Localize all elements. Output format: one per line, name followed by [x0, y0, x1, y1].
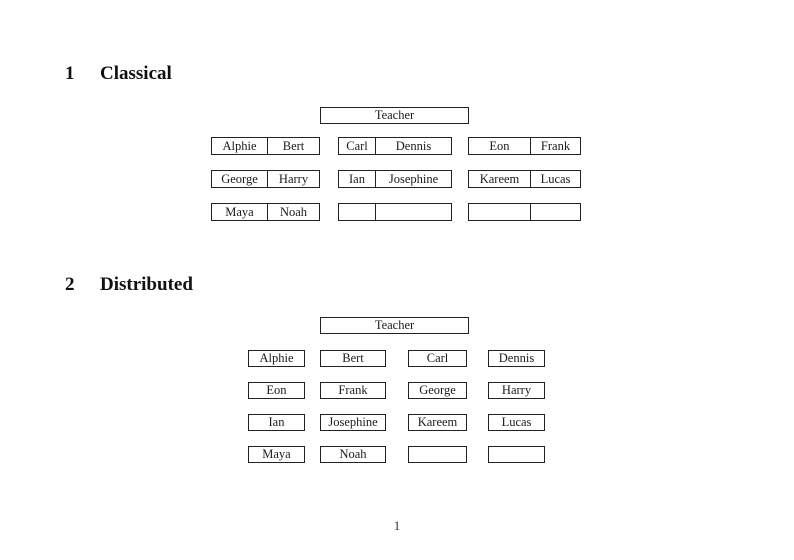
seat-cell — [339, 204, 376, 220]
desk-single: Carl — [408, 350, 467, 367]
seat-cell: Carl — [339, 138, 376, 154]
seat-cell: Kareem — [469, 171, 531, 187]
teacher-label: Teacher — [374, 318, 415, 333]
seat-cell: Eon — [469, 138, 531, 154]
seat-cell — [531, 204, 580, 220]
seat-cell: Ian — [268, 415, 285, 430]
seat-cell: George — [212, 171, 268, 187]
section-number: 1 — [65, 63, 75, 84]
desk-single: Eon — [248, 382, 305, 399]
desk: Maya Noah — [211, 203, 320, 221]
desk-single: Kareem — [408, 414, 467, 431]
seat-cell: Alphie — [212, 138, 268, 154]
seat-cell: Maya — [212, 204, 268, 220]
section-title: Classical — [100, 63, 172, 84]
desk-single: Josephine — [320, 414, 386, 431]
desk-single: Bert — [320, 350, 386, 367]
seat-cell: Frank — [338, 383, 368, 398]
seat-cell — [469, 204, 531, 220]
seat-cell: George — [419, 383, 456, 398]
seat-cell: Eon — [266, 383, 287, 398]
seat-cell: Bert — [282, 138, 305, 153]
seat-cell: Josephine — [328, 415, 378, 430]
seat-cell: Noah — [279, 204, 308, 219]
section-heading-classical: 1 Classical — [65, 63, 172, 85]
desk-single: Ian — [248, 414, 305, 431]
desk-single: Dennis — [488, 350, 545, 367]
desk-single — [408, 446, 467, 463]
desk: Alphie Bert — [211, 137, 320, 155]
teacher-box: Teacher — [320, 107, 469, 124]
desk-single: Frank — [320, 382, 386, 399]
seat-cell: Lucas — [501, 415, 532, 430]
seat-cell: Carl — [426, 351, 449, 366]
desk — [338, 203, 452, 221]
desk: Kareem Lucas — [468, 170, 581, 188]
desk-single: Harry — [488, 382, 545, 399]
desk: George Harry — [211, 170, 320, 188]
desk: Carl Dennis — [338, 137, 452, 155]
desk-single: Lucas — [488, 414, 545, 431]
seat-cell: Harry — [501, 383, 532, 398]
seat-cell: Ian — [339, 171, 376, 187]
desk-single — [488, 446, 545, 463]
seat-cell — [376, 204, 451, 220]
section-heading-distributed: 2 Distributed — [65, 274, 193, 296]
page-number: 1 — [393, 518, 401, 533]
desk — [468, 203, 581, 221]
desk: Eon Frank — [468, 137, 581, 155]
teacher-box: Teacher — [320, 317, 469, 334]
seat-cell: Alphie — [259, 351, 294, 366]
seat-cell: Josephine — [388, 171, 439, 186]
seat-cell: Dennis — [498, 351, 535, 366]
seat-cell: Harry — [278, 171, 309, 186]
seat-cell: Bert — [342, 351, 364, 366]
seat-cell: Noah — [339, 447, 367, 462]
seat-cell: Kareem — [417, 415, 458, 430]
seat-cell: Lucas — [540, 171, 571, 186]
seat-cell: Maya — [262, 447, 291, 462]
desk-single: Alphie — [248, 350, 305, 367]
desk-single: Maya — [248, 446, 305, 463]
section-number: 2 — [65, 274, 75, 295]
desk-single: Noah — [320, 446, 386, 463]
teacher-label: Teacher — [374, 108, 415, 123]
desk-single: George — [408, 382, 467, 399]
section-title: Distributed — [100, 274, 193, 295]
seat-cell: Frank — [540, 138, 571, 153]
seat-cell: Dennis — [395, 138, 432, 153]
desk: Ian Josephine — [338, 170, 452, 188]
